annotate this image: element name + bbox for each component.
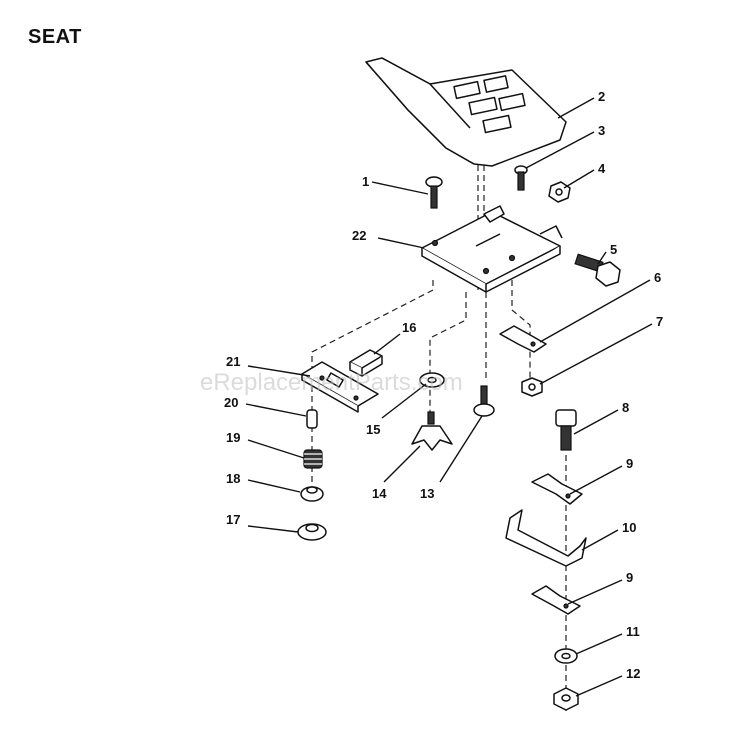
callout-18: 18: [226, 471, 240, 486]
callout-9a: 9: [626, 456, 633, 471]
spring-part: [303, 449, 323, 469]
bolt-part: [514, 165, 528, 191]
seat-part: [365, 57, 567, 167]
callout-22: 22: [352, 228, 366, 243]
leader-lines: [245, 97, 653, 697]
callout-8: 8: [622, 400, 629, 415]
nut-part: [548, 181, 571, 203]
callout-labels: 1 2 3 4 5 6 7 8 9 9 10 11 12 13 14 15 16…: [224, 89, 663, 681]
pad-part: [349, 349, 383, 377]
washer-part-15: [419, 372, 445, 388]
callout-13: 13: [420, 486, 434, 501]
callout-15: 15: [366, 422, 380, 437]
callout-20: 20: [224, 395, 238, 410]
watermark-text: eReplacementParts.com: [200, 369, 463, 396]
washer-bolt-part: [473, 385, 495, 417]
callout-16: 16: [402, 320, 416, 335]
page-title: SEAT: [28, 26, 82, 48]
washer-part-11: [554, 648, 578, 664]
callout-3: 3: [598, 123, 605, 138]
carriage-bolt-part: [425, 176, 443, 209]
shoulder-bolt-part: [555, 409, 577, 451]
callout-10: 10: [622, 520, 636, 535]
clip-part-a: [531, 473, 583, 505]
callout-7: 7: [656, 314, 663, 329]
callout-4: 4: [598, 161, 606, 176]
callout-1: 1: [362, 174, 369, 189]
callout-14: 14: [372, 486, 387, 501]
hex-nut-part: [521, 377, 543, 397]
flange-nut-part: [297, 523, 327, 541]
lock-nut-part: [553, 687, 579, 711]
callout-12: 12: [626, 666, 640, 681]
seat-bracket-part: [421, 205, 563, 293]
callout-5: 5: [610, 242, 617, 257]
adjustment-knob-part: [411, 411, 453, 451]
callout-6: 6: [654, 270, 661, 285]
slide-plate-part: [301, 361, 379, 413]
pin-part: [306, 409, 318, 429]
hex-bolt-part: [574, 253, 621, 287]
clip-upper-part: [499, 325, 547, 353]
callout-17: 17: [226, 512, 240, 527]
callout-9b: 9: [626, 570, 633, 585]
seat-spring-bracket-part: [505, 509, 587, 567]
callout-21: 21: [226, 354, 240, 369]
callout-2: 2: [598, 89, 605, 104]
callout-19: 19: [226, 430, 240, 445]
clip-part-b: [531, 585, 581, 615]
callout-11: 11: [626, 624, 640, 639]
bushing-part: [300, 486, 324, 502]
